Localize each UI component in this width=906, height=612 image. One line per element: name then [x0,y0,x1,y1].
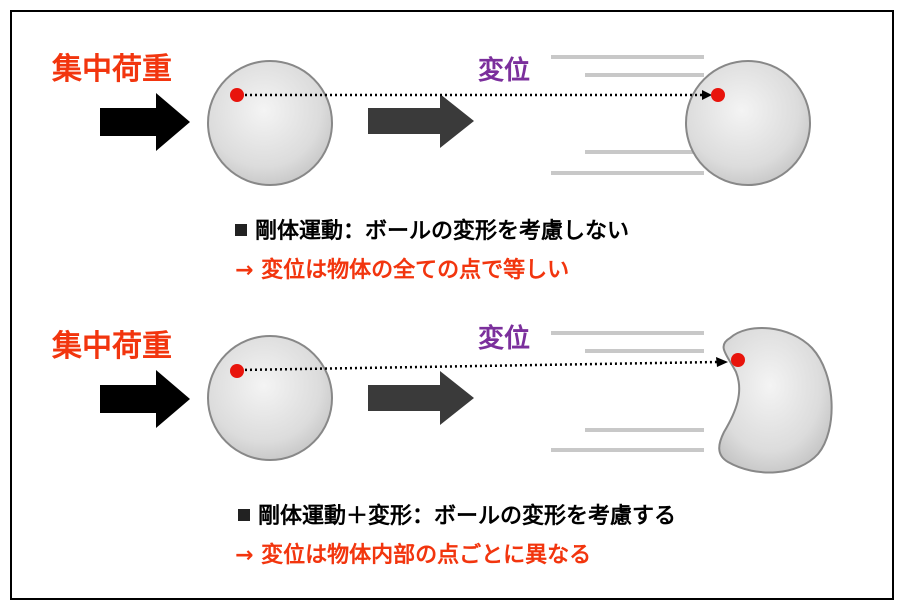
description-text: 剛体運動：ボールの変形を考慮しない [255,219,630,244]
displacement-arrowhead-icon [702,90,712,100]
conclusion-text: → 変位は物体内部の点ごとに異なる [235,543,592,568]
initial-ball [207,60,333,186]
load-label: 集中荷重 [52,52,172,87]
displacement-label: 変位 [478,324,531,354]
black-square-icon [238,509,250,521]
conclusion-text: → 変位は物体の全ての点で等しい [235,258,570,283]
displaced-ball [685,60,811,186]
displaced-point [711,88,725,102]
motion-arrow-icon [368,94,474,148]
load-arrow-icon [100,93,190,151]
bottom-scene [100,326,833,474]
load-arrow-icon [100,370,190,428]
motion-lines [551,331,704,452]
motion-lines [551,55,704,175]
initial-ball [207,335,333,461]
black-square-icon [235,224,247,236]
displaced-point [731,353,745,367]
initial-point [230,364,244,378]
top-scene [100,55,811,186]
initial-point [230,88,244,102]
deformed-ball [718,326,833,474]
description-line: 剛体運動：ボールの変形を考慮しない [235,221,629,243]
description-line: 剛体運動＋変形：ボールの変形を考慮する [238,506,676,528]
description-text: 剛体運動＋変形：ボールの変形を考慮する [258,504,677,529]
diagram-frame [10,10,894,600]
displacement-arrowhead-icon [716,357,728,367]
displacement-label: 変位 [478,56,531,86]
load-label: 集中荷重 [52,329,172,364]
motion-arrow-icon [368,371,474,425]
